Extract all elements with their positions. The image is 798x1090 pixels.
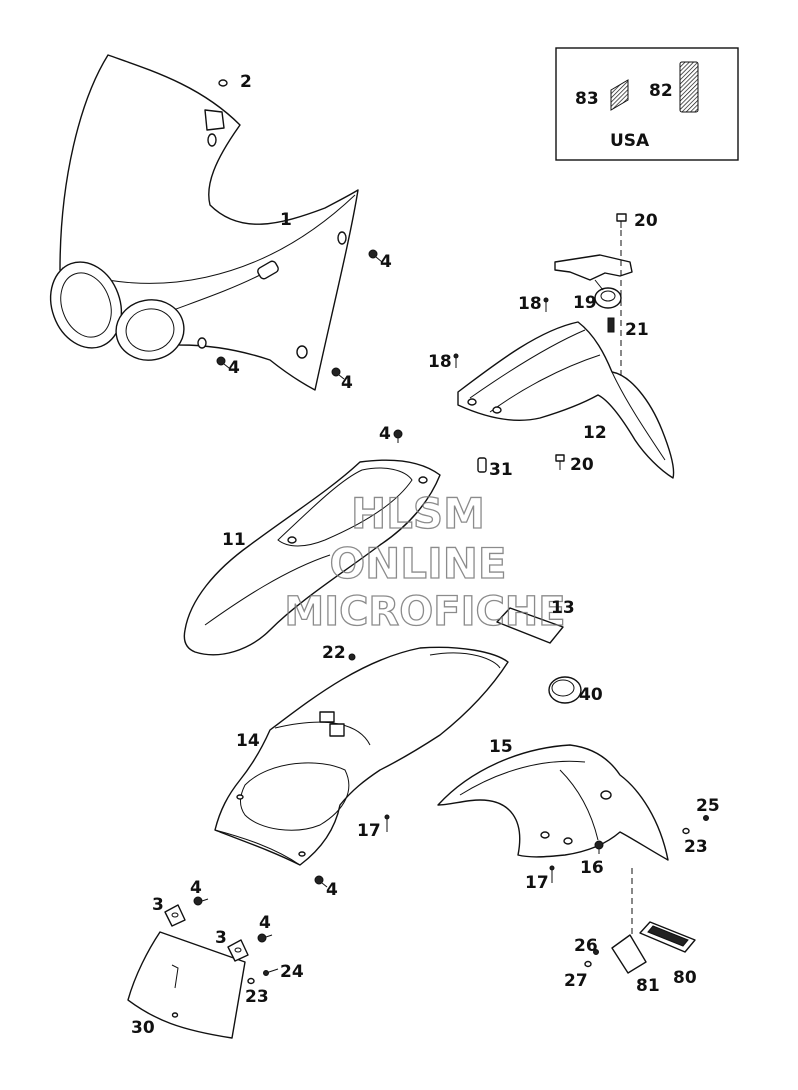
watermark-line1: HLSM: [351, 489, 485, 538]
callout-2: 2: [240, 72, 252, 92]
screw-4d: [393, 429, 403, 443]
fender-bracket-19: [554, 254, 633, 309]
callout-17b: 17: [525, 873, 549, 893]
plug-40: [548, 676, 582, 704]
plate-30: [127, 931, 246, 1039]
callout-80: 80: [673, 968, 697, 988]
callout-20b: 20: [570, 455, 594, 475]
nut-23b: [247, 977, 255, 985]
screw-18a: [543, 297, 549, 312]
watermark-line2: ONLINE: [329, 539, 506, 588]
screw-2: [218, 79, 228, 87]
usa-inset: [555, 47, 739, 161]
callout-21: 21: [625, 320, 649, 340]
rear-fender-15: [437, 744, 669, 861]
screw-4g: [257, 933, 273, 943]
screw-4a: [368, 249, 383, 263]
watermark: HLSM ONLINE MICROFICHE: [284, 488, 567, 635]
screw-22: [348, 653, 356, 661]
bolt-21: [607, 317, 615, 333]
callout-labels: USA 83 82 1 2 4 4 4 20 19 18 21 18 12 20…: [131, 72, 720, 1038]
screw-4f: [193, 896, 209, 906]
callout-40: 40: [579, 685, 603, 705]
screw-25: [703, 815, 709, 821]
callout-1: 1: [280, 210, 292, 230]
callout-30: 30: [131, 1018, 155, 1038]
callout-4b: 4: [228, 358, 240, 378]
callout-13: 13: [551, 598, 575, 618]
callout-4d: 4: [379, 424, 391, 444]
callout-3b: 3: [215, 928, 227, 948]
callout-4f: 4: [190, 878, 202, 898]
callout-4e: 4: [326, 880, 338, 900]
callout-15: 15: [489, 737, 513, 757]
watermark-line3: MICROFICHE: [284, 589, 565, 635]
reflector-82: [679, 61, 699, 113]
screw-16: [594, 840, 604, 854]
callout-17a: 17: [357, 821, 381, 841]
reflector-80: [639, 921, 696, 953]
reflector-83: [610, 79, 629, 111]
callout-24: 24: [280, 962, 304, 982]
screw-26: [593, 949, 599, 955]
callout-4g: 4: [259, 913, 271, 933]
clip-3b: [227, 939, 249, 962]
sleeve-31: [477, 457, 487, 473]
screw-4e: [314, 875, 328, 888]
cover-11: [183, 459, 441, 656]
screw-17b: [549, 865, 555, 883]
screw-24: [263, 968, 279, 976]
headlight-fairing: [49, 54, 359, 391]
plate-holder-81: [611, 934, 647, 974]
screw-18b: [453, 353, 459, 368]
front-fender: [457, 321, 675, 479]
clip-3a: [164, 904, 186, 927]
bolt-20-top: [616, 213, 627, 228]
callout-81: 81: [636, 976, 660, 996]
region-label-usa: USA: [610, 131, 650, 151]
callout-20a: 20: [634, 211, 658, 231]
callout-11: 11: [222, 530, 246, 550]
callout-18b: 18: [428, 352, 452, 372]
screw-4c: [331, 367, 345, 380]
callout-82: 82: [649, 81, 673, 101]
callout-16: 16: [580, 858, 604, 878]
callout-22: 22: [322, 643, 346, 663]
callout-4a: 4: [380, 252, 392, 272]
callout-26: 26: [574, 936, 598, 956]
callout-27: 27: [564, 971, 588, 991]
callout-31: 31: [489, 460, 513, 480]
bolt-20-bottom: [555, 454, 565, 470]
callout-25: 25: [696, 796, 720, 816]
callout-19: 19: [573, 293, 597, 313]
callout-3a: 3: [152, 895, 164, 915]
nut-23a: [682, 827, 690, 835]
callout-83: 83: [575, 89, 599, 109]
decal-13: [496, 607, 564, 644]
screw-4b: [216, 356, 230, 369]
callout-18a: 18: [518, 294, 542, 314]
callout-4c: 4: [341, 373, 353, 393]
callout-12: 12: [583, 423, 607, 443]
callout-23b: 23: [245, 987, 269, 1007]
callout-14: 14: [236, 731, 260, 751]
callout-23a: 23: [684, 837, 708, 857]
screw-17a: [384, 814, 390, 832]
nut-27: [584, 960, 592, 968]
rear-section-14: [214, 646, 509, 866]
